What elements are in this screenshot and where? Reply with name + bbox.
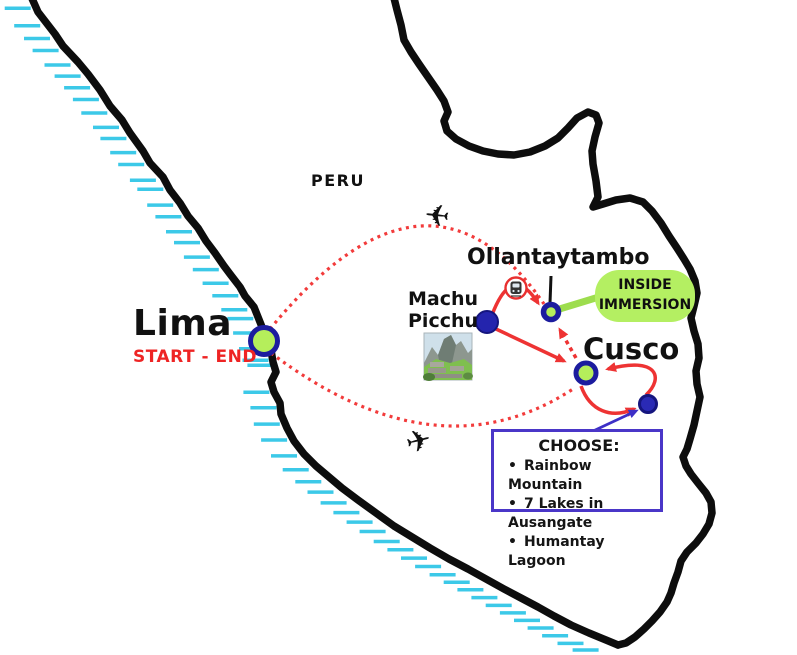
ollantaytambo-label: Ollantaytambo	[467, 245, 650, 270]
route-cusco-to-options	[579, 385, 637, 417]
flight-route-north	[268, 224, 546, 331]
route-cusco-ollantaytambo-dashed	[558, 327, 578, 359]
options-marker	[638, 394, 658, 414]
inside-immersion-badge: INSIDE IMMERSION	[595, 270, 695, 322]
route-machupicchu-cusco	[495, 327, 567, 363]
cusco-marker	[573, 360, 599, 386]
country-label: PERU	[311, 171, 365, 190]
lima-label: Lima	[133, 303, 233, 344]
inside-immersion-line2: IMMERSION	[598, 297, 692, 313]
machu-picchu-photo	[423, 332, 473, 381]
choose-connector	[590, 409, 639, 434]
route-options-to-cusco	[605, 362, 657, 397]
inside-immersion-line1: INSIDE	[618, 277, 672, 294]
lima-marker	[248, 325, 280, 357]
train-icon	[504, 276, 528, 300]
choose-item-7-lakes: 7 Lakes in Ausangate	[504, 495, 654, 533]
choose-options-box: CHOOSE: Rainbow Mountain 7 Lakes in Ausa…	[491, 429, 663, 569]
ollantaytambo-marker	[540, 301, 562, 323]
cusco-label: Cusco	[583, 332, 680, 366]
flight-route-south	[270, 351, 574, 428]
choose-item-rainbow-mountain: Rainbow Mountain	[504, 457, 654, 495]
machu-picchu-label: Machu Picchu	[408, 288, 479, 333]
machu-picchu-label-line1: Machu	[408, 288, 479, 310]
plane-icon-south: ✈	[402, 422, 435, 462]
peru-coastline	[28, 0, 622, 649]
plane-icon-north: ✈	[423, 198, 452, 235]
machu-picchu-marker	[475, 310, 499, 334]
peru-border	[390, 0, 716, 649]
lima-start-end-label: START - END	[133, 347, 257, 367]
machu-picchu-label-line2: Picchu	[408, 309, 479, 332]
choose-item-humantay-lagoon: Humantay Lagoon	[504, 533, 654, 571]
ollantaytambo-pointer	[548, 275, 553, 304]
choose-title: CHOOSE:	[538, 436, 620, 455]
coast-hatching	[4, 6, 599, 652]
